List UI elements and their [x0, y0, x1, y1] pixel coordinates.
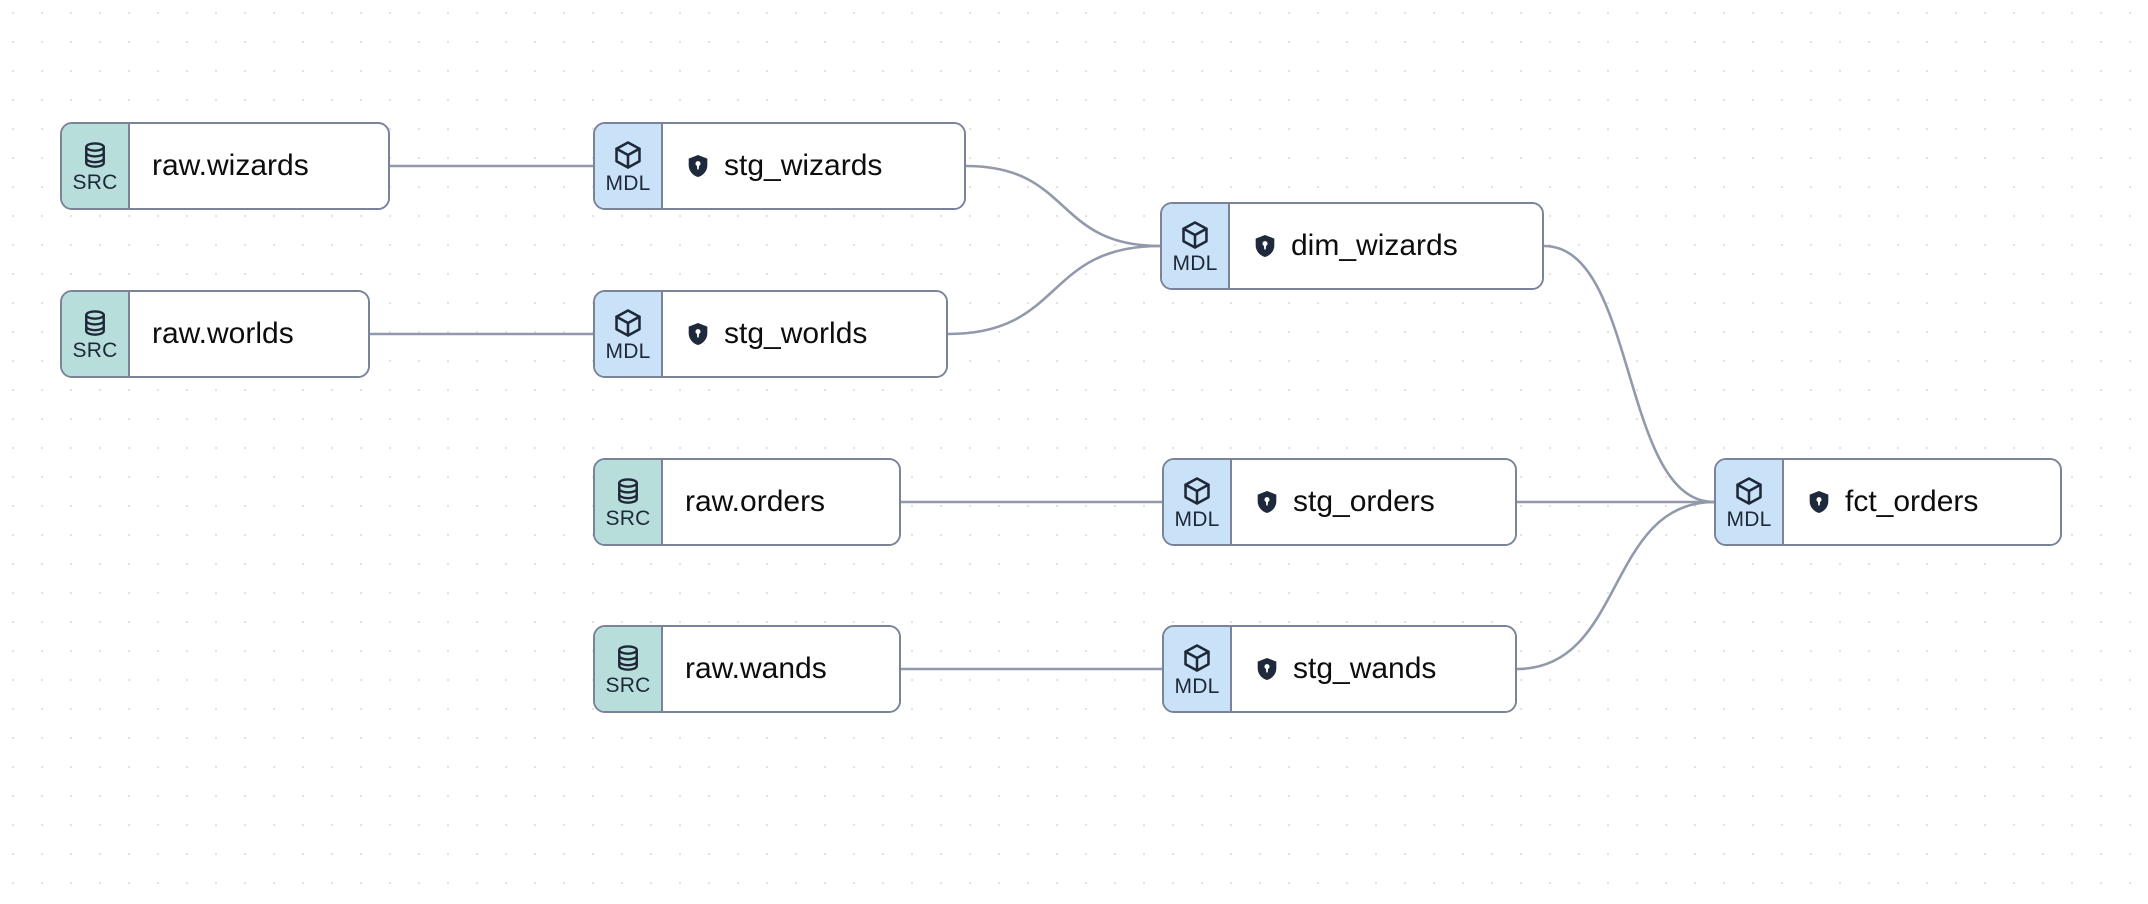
node-type-badge-mdl: MDL [1716, 460, 1784, 544]
node-body[interactable]: raw.orders [663, 460, 899, 544]
lineage-node-dim_wizards[interactable]: MDL dim_wizards [1160, 202, 1544, 290]
node-label-fct_orders: fct_orders [1845, 485, 1979, 518]
node-type-label: MDL [1174, 507, 1220, 531]
database-icon [613, 476, 643, 506]
edge-stg_wands-to-fct_orders [1515, 500, 1716, 671]
node-body[interactable]: raw.wizards [130, 124, 388, 208]
node-label-dim_wizards: dim_wizards [1291, 229, 1458, 262]
lineage-node-stg_wands[interactable]: MDL stg_wands [1162, 625, 1517, 713]
edge-stg_worlds-to-dim_wizards [946, 244, 1162, 336]
cube-icon [1181, 642, 1213, 674]
node-body[interactable]: stg_orders [1232, 460, 1515, 544]
cube-icon [1181, 475, 1213, 507]
lineage-node-fct_orders[interactable]: MDL fct_orders [1714, 458, 2062, 546]
cube-icon [612, 307, 644, 339]
lineage-node-raw_orders[interactable]: SRC raw.orders [593, 458, 901, 546]
shield-lock-icon [1254, 656, 1280, 682]
shield-lock-icon [1252, 233, 1278, 259]
node-label-stg_orders: stg_orders [1293, 485, 1435, 518]
lineage-node-raw_wands[interactable]: SRC raw.wands [593, 625, 901, 713]
node-body[interactable]: raw.wands [663, 627, 899, 711]
database-icon [80, 140, 110, 170]
node-label-stg_wizards: stg_wizards [724, 149, 883, 182]
lineage-node-raw_wizards[interactable]: SRC raw.wizards [60, 122, 390, 210]
node-body[interactable]: raw.worlds [130, 292, 368, 376]
node-type-badge-mdl: MDL [595, 124, 663, 208]
edge-stg_wizards-to-dim_wizards [964, 164, 1162, 248]
node-body[interactable]: dim_wizards [1230, 204, 1542, 288]
cube-icon [612, 139, 644, 171]
lineage-node-stg_wizards[interactable]: MDL stg_wizards [593, 122, 966, 210]
node-type-label: SRC [605, 506, 651, 530]
node-type-label: SRC [72, 170, 118, 194]
node-type-badge-src: SRC [595, 627, 663, 711]
node-body[interactable]: stg_wands [1232, 627, 1515, 711]
node-type-badge-mdl: MDL [1162, 204, 1230, 288]
node-label-stg_worlds: stg_worlds [724, 317, 868, 350]
node-type-label: MDL [1726, 507, 1772, 531]
node-type-badge-src: SRC [62, 292, 130, 376]
node-type-label: MDL [1172, 251, 1218, 275]
node-body[interactable]: fct_orders [1784, 460, 2060, 544]
node-label-raw_wizards: raw.wizards [152, 149, 309, 182]
node-body[interactable]: stg_worlds [663, 292, 946, 376]
shield-lock-icon [1254, 489, 1280, 515]
lineage-node-stg_orders[interactable]: MDL stg_orders [1162, 458, 1517, 546]
cube-icon [1733, 475, 1765, 507]
shield-lock-icon [1806, 489, 1832, 515]
edge-dim_wizards-to-fct_orders [1542, 244, 1716, 504]
node-label-stg_wands: stg_wands [1293, 652, 1437, 685]
database-icon [80, 308, 110, 338]
node-type-label: MDL [605, 339, 651, 363]
lineage-node-raw_worlds[interactable]: SRC raw.worlds [60, 290, 370, 378]
lineage-node-stg_worlds[interactable]: MDL stg_worlds [593, 290, 948, 378]
node-body[interactable]: stg_wizards [663, 124, 964, 208]
cube-icon [1179, 219, 1211, 251]
node-label-raw_orders: raw.orders [685, 485, 826, 518]
node-type-label: SRC [605, 673, 651, 697]
node-label-raw_wands: raw.wands [685, 652, 827, 685]
node-type-label: SRC [72, 338, 118, 362]
node-type-badge-mdl: MDL [1164, 460, 1232, 544]
database-icon [613, 643, 643, 673]
node-type-badge-mdl: MDL [595, 292, 663, 376]
node-label-raw_worlds: raw.worlds [152, 317, 294, 350]
node-type-badge-src: SRC [62, 124, 130, 208]
shield-lock-icon [685, 321, 711, 347]
node-type-badge-mdl: MDL [1164, 627, 1232, 711]
shield-lock-icon [685, 153, 711, 179]
node-type-badge-src: SRC [595, 460, 663, 544]
node-type-label: MDL [1174, 674, 1220, 698]
node-type-label: MDL [605, 171, 651, 195]
